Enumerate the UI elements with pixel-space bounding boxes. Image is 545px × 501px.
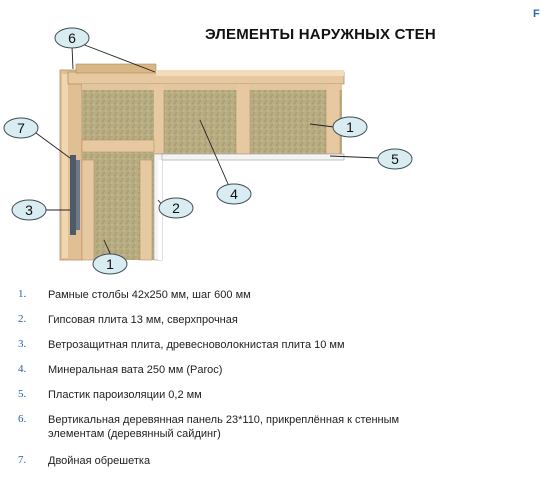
callout-3: 3 <box>11 199 47 221</box>
legend-text: Минеральная вата 250 мм (Paroc) <box>48 364 223 376</box>
legend-text: Рамные столбы 42х250 мм, шаг 600 мм <box>48 289 251 301</box>
legend-number: 5. <box>18 388 27 400</box>
callout-7: 7 <box>3 117 39 139</box>
callout-label-1-bottom: 1 <box>106 256 114 272</box>
page-title: ЭЛЕМЕНТЫ НАРУЖНЫХ СТЕН <box>205 26 436 43</box>
callout-label-1-top: 1 <box>346 119 354 135</box>
callout-label-2: 2 <box>172 200 180 216</box>
legend-text: Ветрозащитная плита, древесноволокнистая… <box>48 339 345 351</box>
callout-6: 6 <box>54 27 90 49</box>
callout-4: 4 <box>216 183 252 205</box>
legend-number: 3. <box>18 338 27 350</box>
wall-section-diagram: 6 7 3 1 5 2 4 1 <box>3 27 413 275</box>
siding-top <box>67 63 345 85</box>
corner-mark: F <box>533 8 540 20</box>
legend-number: 7. <box>18 454 27 466</box>
callout-label-6: 6 <box>68 30 76 46</box>
legend-text: Пластик пароизоляции 0,2 мм <box>48 389 202 401</box>
double-batten <box>70 155 80 235</box>
callout-2: 2 <box>158 197 194 219</box>
legend-text: Вертикальная деревянная панель 23*110, п… <box>48 414 400 440</box>
callout-label-7: 7 <box>17 120 25 136</box>
callout-1-bottom: 1 <box>92 253 128 275</box>
callout-label-4: 4 <box>230 186 238 202</box>
legend-text: Двойная обрешетка <box>48 455 151 467</box>
legend-number: 6. <box>18 413 27 425</box>
callout-5: 5 <box>377 148 413 170</box>
callout-bubbles: 6 7 3 1 5 2 4 1 <box>3 27 413 275</box>
legend-text: Гипсовая плита 13 мм, сверхпрочная <box>48 314 238 326</box>
callout-label-3: 3 <box>25 202 33 218</box>
leader-lines <box>35 43 379 263</box>
legend-number: 2. <box>18 313 27 325</box>
callout-label-5: 5 <box>391 151 399 167</box>
callout-1-top: 1 <box>332 116 368 138</box>
legend-number: 4. <box>18 363 27 375</box>
wall-vertical <box>81 90 155 261</box>
legend-number: 1. <box>18 288 27 300</box>
